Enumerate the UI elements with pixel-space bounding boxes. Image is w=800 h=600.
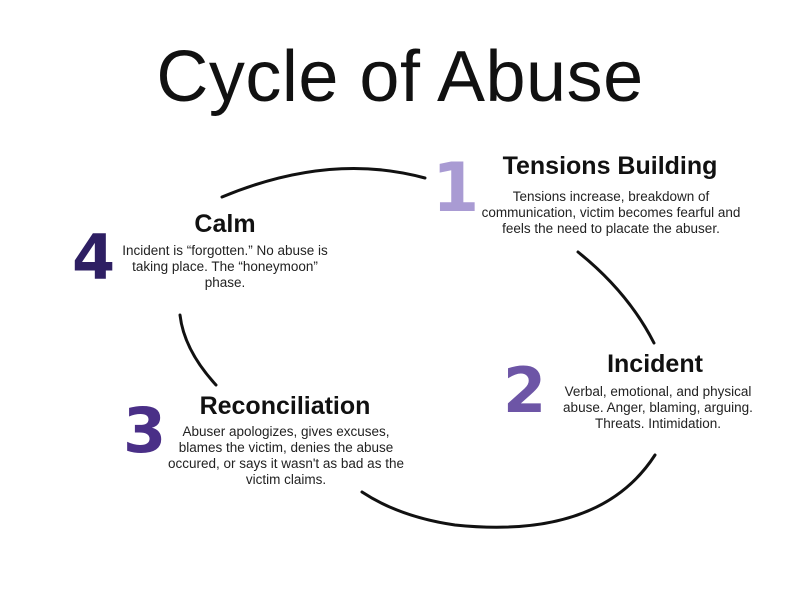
arc-calm-to-tensions — [220, 167, 427, 199]
stage-description-incident: Verbal, emotional, and physical abuse. A… — [563, 384, 753, 431]
stage-number-3: 3 — [123, 394, 167, 467]
stage-number-2: 2 — [503, 354, 547, 427]
stage-heading-incident: Incident — [607, 350, 703, 378]
stage-heading-calm: Calm — [194, 210, 256, 238]
stage-description-tensions-building: Tensions increase, breakdown of communic… — [481, 189, 741, 236]
stage-heading-reconciliation: Reconciliation — [199, 392, 371, 420]
arc-incident-to-reconciliation — [360, 453, 657, 529]
arc-reconciliation-to-calm — [178, 313, 218, 387]
stage-heading-tensions-building: Tensions Building — [502, 152, 718, 180]
stage-description-reconciliation: Abuser apologizes, gives excuses, blames… — [168, 424, 404, 487]
stage-number-1: 1 — [432, 149, 480, 228]
stage-description-calm: Incident is “forgotten.” No abuse is tak… — [122, 243, 328, 290]
diagram-title: Cycle of Abuse — [156, 37, 644, 117]
stage-number-4: 4 — [72, 221, 116, 294]
arc-tensions-to-incident — [576, 250, 656, 345]
